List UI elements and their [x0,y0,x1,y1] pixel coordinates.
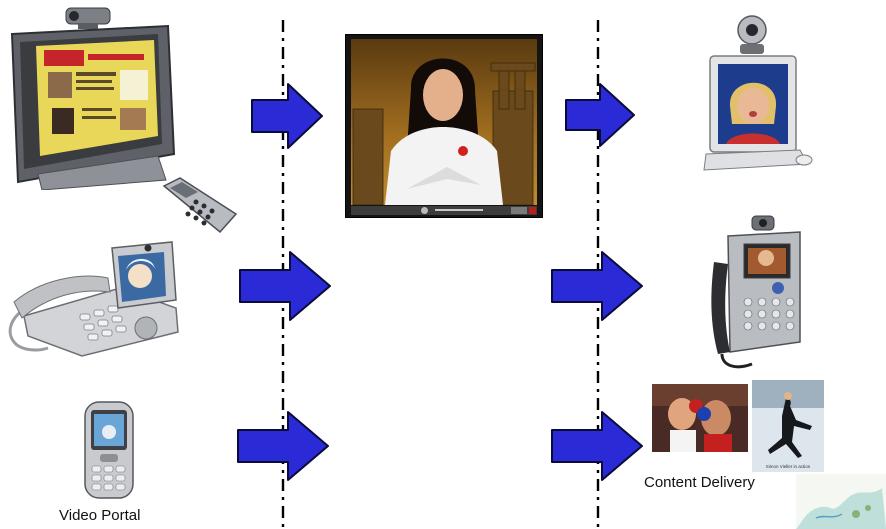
arrow-right-icon [551,251,643,321]
video-frame-image [351,39,537,205]
close-icon[interactable] [529,207,536,214]
arrow-right-icon [551,411,643,481]
remote-control-icon [162,177,238,234]
television-icon [10,7,176,190]
content-delivery-label: Content Delivery [644,474,755,491]
arrow-right-icon [565,83,635,147]
player-controls[interactable] [351,206,537,215]
arrow-right-icon [251,83,323,149]
seek-bar[interactable] [435,209,483,211]
volume-icon[interactable] [511,207,527,214]
map-thumbnail [796,474,886,529]
skater-photo: Simon Vieller in action [752,380,824,472]
desk-videophone-icon [8,241,179,357]
skater-caption: Simon Vieller in action [766,464,811,469]
mobile-phone-icon [84,401,134,499]
arrow-right-icon [239,251,331,321]
video-portal-label: Video Portal [59,507,141,524]
video-player [345,34,543,218]
desk-videophone-icon [711,215,801,369]
boxing-photo [652,384,748,452]
webcam-monitor-icon [703,15,813,171]
play-button[interactable] [421,207,428,214]
arrow-right-icon [237,411,329,481]
